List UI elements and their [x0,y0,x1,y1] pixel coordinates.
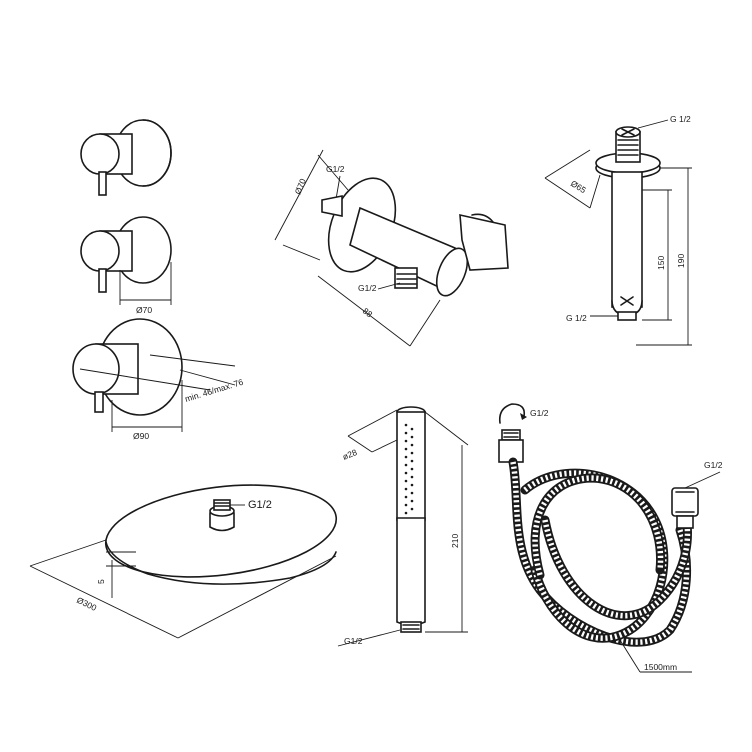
hand-shower: ø28 210 G1/2 [337,406,469,647]
mixer-depth-range-label: min. 46/max. 76 [184,377,245,404]
hand-diameter-label: ø28 [341,447,359,462]
shower-hose: G1/2 G1/2 1500mm [498,403,723,673]
shower-head: G1/2 Ø300 5 [29,484,338,639]
hose-thread-right-label: G1/2 [704,460,723,470]
mixer-valve-middle: Ø70 [80,216,172,315]
mixer-diameter-90-label: Ø90 [133,431,149,441]
arm-flange-diameter-label: Ø65 [569,178,588,195]
mixer-diameter-70-label: Ø70 [136,305,152,315]
ceiling-arm: G 1/2 Ø65 150 190 G 1/2 [544,114,692,346]
arm-length-190-label: 190 [676,254,686,268]
arm-thread-top-label: G 1/2 [670,114,691,124]
arm-length-150-label: 150 [656,256,666,270]
head-thread-label: G1/2 [248,499,272,511]
mixer-valve-bottom: min. 46/max. 76 Ø90 [72,318,245,441]
head-thickness-label: 5 [96,579,106,584]
mixer-valve-top [80,119,172,196]
elbow-diameter-label: Ø70 [293,177,308,196]
elbow-thread-bottom-label: G1/2 [358,283,377,293]
spray-dots [404,423,414,515]
wall-elbow-holder: Ø70 G1/2 G1/2 88 [274,149,509,347]
hose-length-label: 1500mm [644,662,677,672]
hand-thread-label: G1/2 [344,636,363,646]
elbow-thread-top-label: G1/2 [326,164,345,174]
hose-thread-top-label: G1/2 [530,408,549,418]
arm-thread-bottom-label: G 1/2 [566,313,587,323]
hand-length-label: 210 [450,534,460,548]
